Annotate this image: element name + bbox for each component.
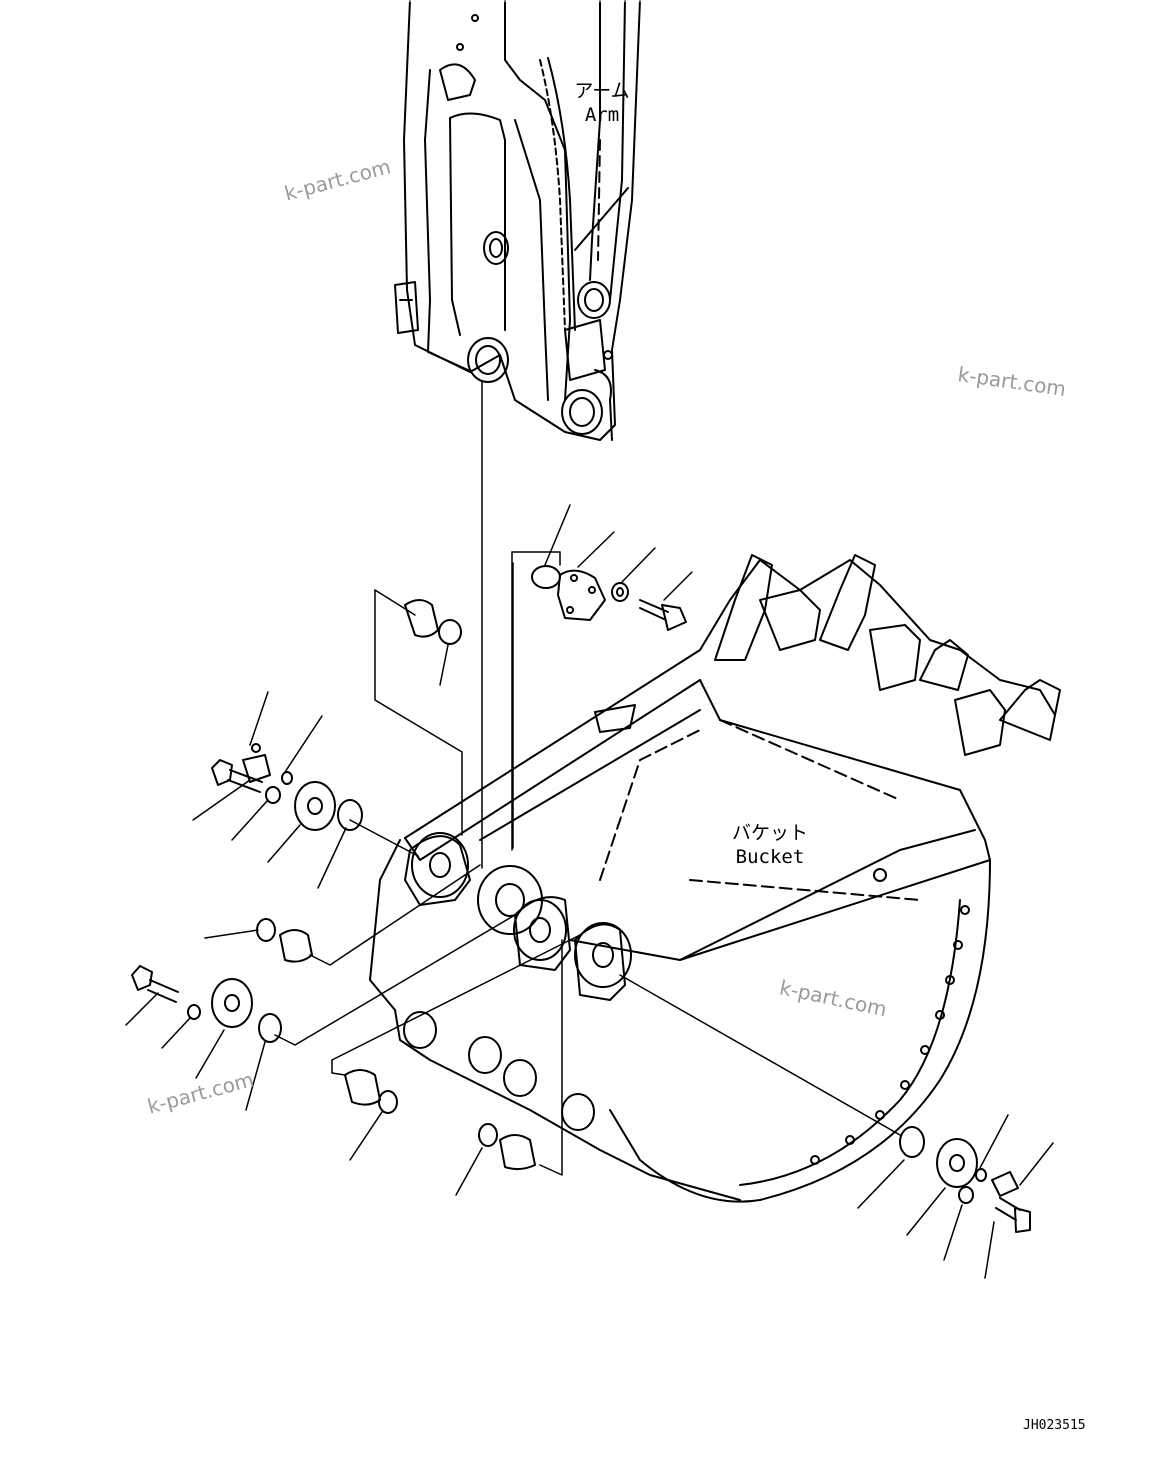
arm-label-jp: アーム (574, 80, 630, 102)
bucket-label-en: Bucket (735, 846, 805, 868)
bucket-label-jp: バケット (731, 822, 808, 844)
arm-label-en: Arm (584, 104, 620, 126)
drawing-code: JH023515 (1023, 1418, 1086, 1433)
bucket-link-bosses (403, 832, 632, 1131)
callout-leaders (125, 504, 1054, 1279)
arm-drawing (394, 0, 641, 441)
bucket-drawing (369, 554, 1061, 1203)
exploded-parts (131, 565, 1031, 1233)
